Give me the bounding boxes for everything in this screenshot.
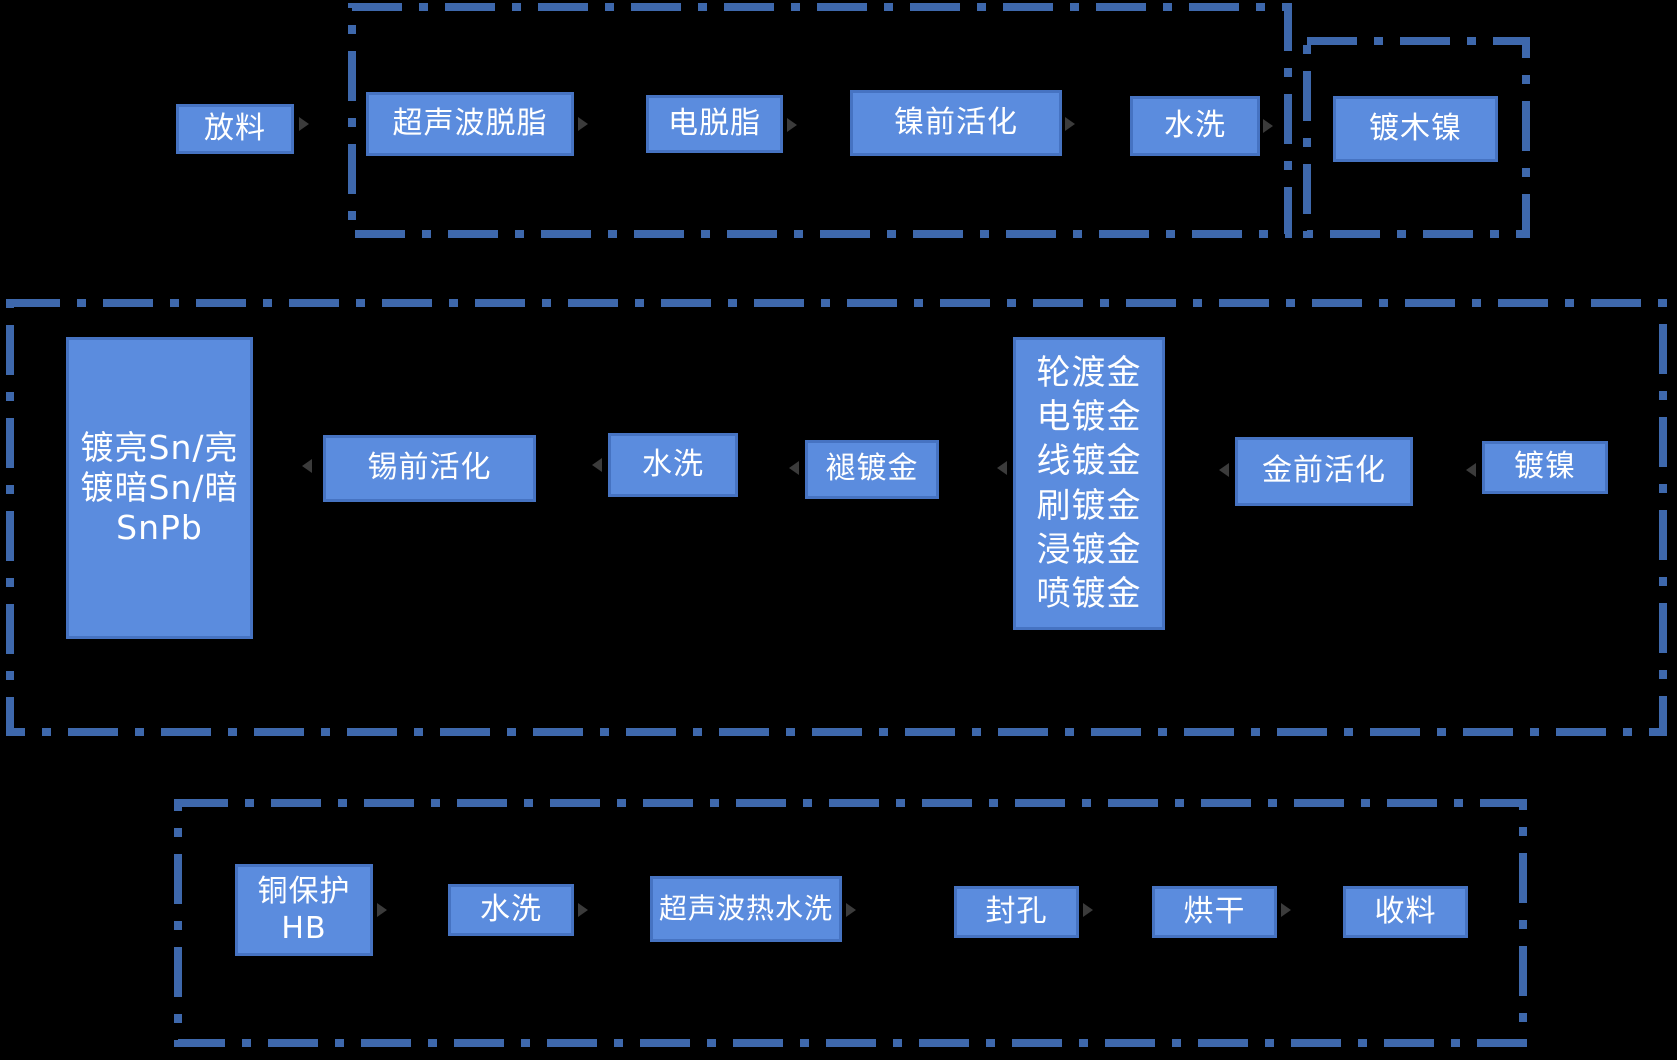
node-shuixi-top: 水洗 (1130, 96, 1260, 156)
node-tui-du-jin: 褪镀金 (805, 440, 939, 499)
group-outline-top (348, 3, 1292, 238)
node-xi-qian-huohua: 锡前活化 (323, 435, 536, 502)
group-outline-top-right (1303, 37, 1530, 238)
flow-arrow-right-icon (299, 117, 309, 131)
node-shouliao: 收料 (1343, 886, 1468, 938)
node-honggan: 烘干 (1152, 886, 1277, 938)
node-chaoshengbo-tuozhi: 超声波脱脂 (366, 92, 574, 156)
flow-arrow-left-icon (997, 461, 1007, 475)
flow-arrow-right-icon (1281, 903, 1291, 917)
flow-arrow-right-icon (1083, 903, 1093, 917)
flow-arrow-right-icon (846, 903, 856, 917)
node-shuixi-mid: 水洗 (608, 433, 738, 497)
group-outline-middle (6, 299, 1667, 736)
flow-arrow-left-icon (789, 461, 799, 475)
flow-arrow-left-icon (302, 459, 312, 473)
node-chaoshengbo-reshuixi: 超声波热水洗 (650, 876, 842, 942)
node-shuixi-bottom: 水洗 (448, 884, 574, 936)
node-du-nie: 镀镍 (1482, 441, 1608, 494)
node-fengkong: 封孔 (954, 886, 1079, 938)
flow-arrow-right-icon (578, 903, 588, 917)
node-nie-qian-huohua: 镍前活化 (850, 90, 1062, 156)
node-du-sn: 镀亮Sn/亮 镀暗Sn/暗 SnPb (66, 337, 253, 639)
group-outline-bottom (174, 799, 1527, 1047)
node-fangliao: 放料 (176, 104, 294, 154)
node-dian-tuozhi: 电脱脂 (646, 95, 783, 153)
flow-arrow-left-icon (1466, 463, 1476, 477)
flow-arrow-right-icon (377, 903, 387, 917)
flow-arrow-left-icon (592, 458, 602, 472)
flow-arrow-left-icon (1219, 463, 1229, 477)
node-tong-baohu-hb: 铜保护 HB (235, 864, 373, 956)
flow-arrow-right-icon (1065, 117, 1075, 131)
flow-arrow-right-icon (578, 117, 588, 131)
flow-arrow-right-icon (1263, 119, 1273, 133)
node-du-jin-group: 轮渡金 电镀金 线镀金 刷镀金 浸镀金 喷镀金 (1013, 337, 1165, 630)
node-du-mu-nie: 镀木镍 (1333, 96, 1498, 162)
flow-arrow-right-icon (787, 118, 797, 132)
node-jin-qian-huohua: 金前活化 (1235, 437, 1413, 506)
